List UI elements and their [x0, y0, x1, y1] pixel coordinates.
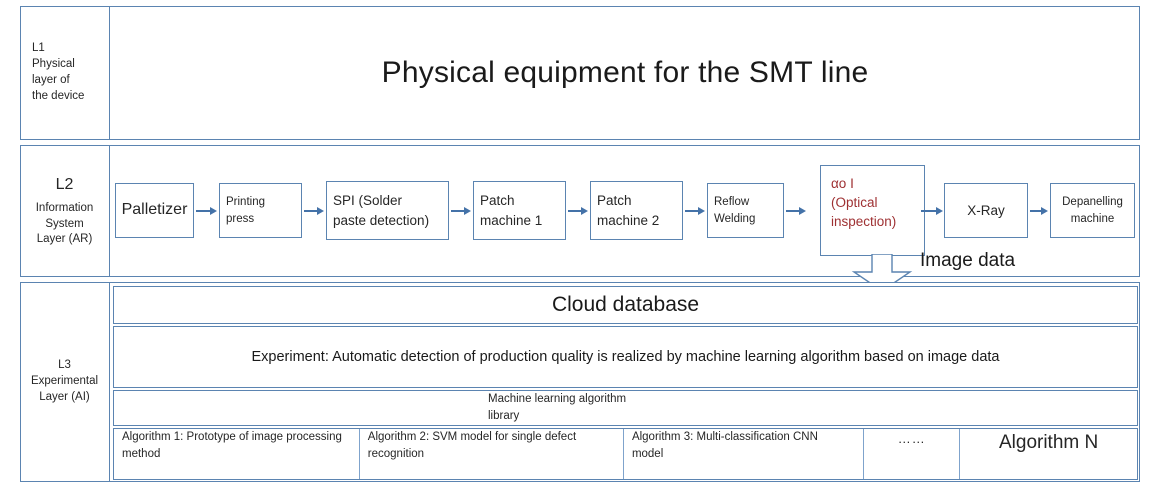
- process-box-aoi-line2: (Optical: [831, 195, 878, 211]
- algorithm-cell-3[interactable]: Algorithm 3: Multi-classification CNN mo…: [624, 429, 865, 479]
- layer-l1-label-line2: layer of: [32, 74, 70, 86]
- process-box-patch-machine-2-line1: Patch: [597, 193, 632, 209]
- algorithm-cell-n-label: Algorithm N: [998, 432, 1099, 453]
- process-box-reflow-welding-line2: Welding: [714, 212, 756, 225]
- layer-l2-label-code: L2: [55, 175, 74, 193]
- layer-l2-label-line3: Layer (AR): [36, 233, 93, 246]
- process-box-reflow-welding[interactable]: Reflow Welding: [707, 183, 784, 238]
- layer-l1-label: L1 Physical layer of the device: [32, 41, 84, 104]
- process-box-patch-machine-1-line2: machine 1: [480, 212, 543, 228]
- process-box-aoi-line1: αo I: [831, 176, 854, 191]
- arrow-patch-machine-1-to-patch-machine-2: [568, 206, 588, 216]
- layer-l1-label-line1: Physical: [32, 58, 75, 71]
- arrow-patch-machine-2-to-reflow-welding: [685, 206, 705, 216]
- algorithm-cell-n[interactable]: Algorithm N: [960, 429, 1137, 479]
- band-cloud-database[interactable]: Cloud database: [113, 286, 1138, 324]
- process-box-depanelling-machine-line1: Depanelling: [1062, 196, 1123, 209]
- image-data-label: Image data: [920, 250, 1016, 271]
- process-box-patch-machine-2-line2: machine 2: [597, 212, 660, 228]
- process-box-depanelling-machine-line2: machine: [1070, 212, 1115, 225]
- algorithm-cell-3-line2: model: [631, 448, 664, 461]
- band-experiment[interactable]: Experiment: Automatic detection of produ…: [113, 326, 1138, 388]
- algorithm-row: Algorithm 1: Prototype of image processi…: [113, 428, 1138, 480]
- layer-l1-label-line3: the device: [32, 89, 85, 102]
- algorithm-cell-1-line2: method: [122, 448, 161, 461]
- process-box-patch-machine-1-line1: Patch: [480, 193, 515, 209]
- algorithm-cell-3-line1: Algorithm 3: Multi-classification CNN: [631, 431, 818, 443]
- band-ml-library-label: Machine learning algorithm library: [484, 391, 684, 425]
- algorithm-cell-2-line1: Algorithm 2: SVM model for single defect: [367, 431, 577, 443]
- arrow-spi-to-patch-machine-1: [451, 206, 471, 216]
- band-ml-library-label-line1: Machine learning algorithm: [488, 393, 627, 405]
- process-box-x-ray-label: X-Ray: [967, 202, 1005, 218]
- layer-l2-label-line1: Information: [35, 201, 94, 214]
- algorithm-cell-1[interactable]: Algorithm 1: Prototype of image processi…: [114, 429, 360, 479]
- layer-l1-title: Physical equipment for the SMT line: [381, 56, 869, 89]
- process-box-depanelling-machine[interactable]: Depanelling machine: [1050, 183, 1135, 238]
- layer-l1-label-code: L1: [32, 42, 45, 55]
- band-cloud-database-label: Cloud database: [551, 293, 700, 316]
- process-box-palletizer[interactable]: Palletizer: [115, 183, 194, 238]
- process-box-spi-line2: paste detection): [333, 212, 430, 228]
- layer-l3-label-code: L3: [58, 359, 71, 372]
- layer-l3-label-line2: Layer (AI): [39, 390, 90, 403]
- layer-l2-label-cell: L2 Information System Layer (AR): [20, 145, 110, 277]
- band-experiment-label: Experiment: Automatic detection of produ…: [251, 349, 1000, 365]
- process-box-patch-machine-2[interactable]: Patch machine 2: [590, 181, 683, 240]
- arrow-reflow-welding-to-aoi: [786, 206, 806, 216]
- process-box-patch-machine-1[interactable]: Patch machine 1: [473, 181, 566, 240]
- algorithm-cell-ellipsis-label: ……: [897, 431, 926, 446]
- algorithm-cell-ellipsis[interactable]: ……: [864, 429, 961, 479]
- process-box-spi[interactable]: SPI (Solder paste detection): [326, 181, 449, 240]
- layer-l3-label-line1: Experimental: [30, 375, 99, 388]
- layer-l1-label-cell: L1 Physical layer of the device: [20, 6, 110, 140]
- arrow-x-ray-to-depanelling-machine: [1030, 206, 1048, 216]
- arrow-printing-press-to-spi: [304, 206, 324, 216]
- image-data-down-arrow-icon: [850, 254, 914, 292]
- band-ml-library-label-line2: library: [488, 410, 520, 423]
- process-box-aoi[interactable]: αo I (Optical inspection): [820, 165, 925, 256]
- layer-l1-frame: [20, 6, 1140, 140]
- algorithm-cell-1-line1: Algorithm 1: Prototype of image processi…: [122, 431, 342, 443]
- process-box-printing-press-line2: press: [226, 212, 255, 225]
- layer-l3-label-cell: L3 Experimental Layer (AI): [20, 282, 110, 482]
- process-box-reflow-welding-line1: Reflow: [714, 196, 750, 209]
- layer-l2-label-line2: System: [45, 217, 84, 230]
- process-box-printing-press-line1: Printing: [226, 196, 265, 209]
- arrow-palletizer-to-printing-press: [196, 206, 217, 216]
- process-box-printing-press[interactable]: Printing press: [219, 183, 302, 238]
- process-box-spi-line1: SPI (Solder: [333, 193, 403, 209]
- arrow-aoi-to-x-ray: [921, 206, 943, 216]
- process-box-palletizer-label: Palletizer: [121, 201, 188, 219]
- algorithm-cell-2-line2: recognition: [367, 448, 425, 461]
- algorithm-cell-2[interactable]: Algorithm 2: SVM model for single defect…: [360, 429, 624, 479]
- process-box-x-ray[interactable]: X-Ray: [944, 183, 1028, 238]
- process-box-aoi-line3: inspection): [831, 214, 897, 230]
